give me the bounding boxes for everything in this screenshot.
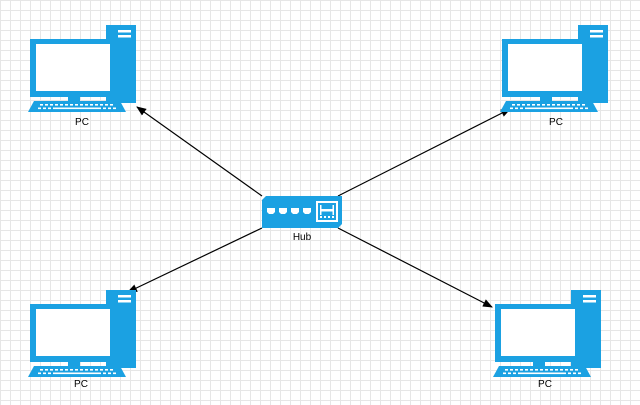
edge-hub-to-pc-bottom-right[interactable]	[337, 227, 493, 308]
pc-label-bottom-left: PC	[74, 379, 88, 390]
hub-label: Hub	[292, 232, 312, 243]
desktop-computer-icon-bottom-left[interactable]	[28, 290, 136, 377]
desktop-computer-icon-top-left[interactable]	[28, 25, 136, 112]
pc-label-top-right: PC	[549, 117, 563, 128]
pc-label-bottom-right: PC	[538, 379, 552, 390]
edge-hub-to-pc-top-left[interactable]	[136, 106, 263, 197]
network-hub-icon[interactable]	[262, 196, 342, 228]
edge-hub-to-pc-top-right[interactable]	[337, 108, 511, 197]
desktop-computer-icon-top-right[interactable]	[500, 25, 608, 112]
edge-hub-to-pc-bottom-left[interactable]	[127, 227, 263, 293]
desktop-computer-icon-bottom-right[interactable]	[493, 290, 601, 377]
connectors	[127, 106, 511, 308]
pc-label-top-left: PC	[75, 117, 89, 128]
